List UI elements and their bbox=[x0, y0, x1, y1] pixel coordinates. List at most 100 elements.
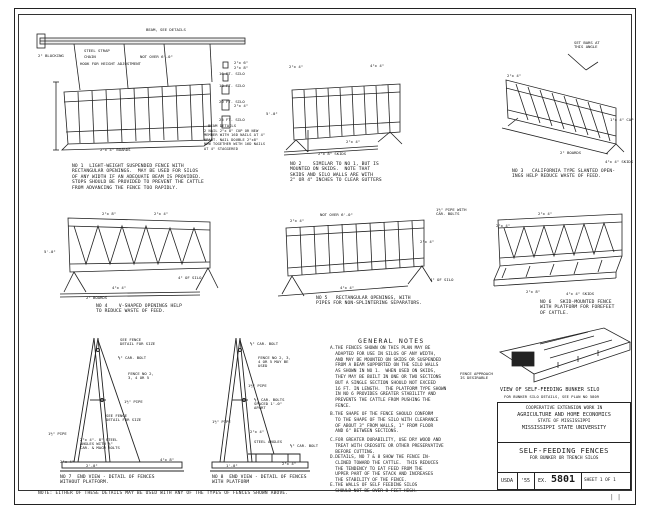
fig1-label-5: NOT OVER 6'-0" bbox=[140, 54, 173, 59]
tb-divider-1 bbox=[517, 473, 518, 490]
fig2-label-0: 2"x 4" bbox=[289, 64, 304, 69]
fig5-label-3: 2"x 4" bbox=[420, 239, 435, 244]
fig8-drawing bbox=[210, 337, 310, 472]
fig1-label-1: 2" BLOCKING bbox=[38, 53, 64, 58]
fig8-label-7: ⅝" CAR. BOLT bbox=[290, 443, 319, 448]
fig5-caption: NO 5 RECTANGULAR OPENINGS, WITH PIPES FO… bbox=[316, 296, 423, 307]
title-block-title: SELF-FEEDING FENCES FOR BUNKER OR TRENCH… bbox=[498, 443, 630, 473]
title-block-header: COOPERATIVE EXTENSION WORK IN AGRICULTUR… bbox=[498, 403, 630, 443]
fig7-label-8: 4"x 8" bbox=[160, 457, 175, 462]
fig7-label-2: FENCE NO 2, 3, 4 OR 5 bbox=[128, 371, 157, 381]
fig8-label-9: 2"x 4" bbox=[282, 461, 297, 466]
fig1-label-14: BEAM DETAILS bbox=[208, 123, 237, 128]
note-e: E.THE WALLS OF SELF FEEDING SILOS SHOULD… bbox=[330, 483, 418, 494]
note-d: D.DETAILS, NO 7 & 8 SHOW THE FENCE IN- C… bbox=[330, 455, 439, 484]
fig3-label-3: 4"x 4" SKIDS bbox=[605, 159, 634, 164]
fig2-label-3: 2"x 4" bbox=[346, 139, 361, 144]
fig6-label-1: 2"x 4" bbox=[496, 223, 511, 228]
tb-line1: COOPERATIVE EXTENSION WORK IN bbox=[525, 406, 603, 411]
fig1-label-8: 16 FT. SILO bbox=[219, 71, 245, 76]
fig8-label-4: 2"x 4" bbox=[250, 429, 265, 434]
fig1-label-3: CHAIN bbox=[84, 54, 96, 59]
fig5-label-0: NOT OVER 6'-0" bbox=[320, 212, 353, 217]
fig5-drawing bbox=[277, 219, 433, 297]
fig1-label-10: 20 FT. SILO bbox=[219, 99, 245, 104]
fig5-label-1: 1½" PIPE WITH CAR. BOLTS bbox=[436, 207, 469, 217]
fig2-caption: NO 2 SIMILAR TO NO 1, BUT IS MOUNTED ON … bbox=[290, 162, 382, 184]
fig7-label-1: ⅝" CAR. BOLT bbox=[118, 355, 147, 360]
fig7-label-3: 1½" PIPE bbox=[124, 399, 143, 404]
bunker-label-0: FENCE APPROACH IS DESIRABLE bbox=[460, 371, 496, 381]
fig4-label-4: 5'-0" bbox=[44, 249, 56, 254]
fig1-drawing bbox=[36, 33, 246, 151]
fig6-caption: NO 6 SKID-MOUNTED FENCE WITH PLATFORM FO… bbox=[540, 300, 615, 316]
fig1-label-4: HOOK FOR HEIGHT ADJUSTMENT bbox=[80, 61, 141, 66]
fig8-label-0: ⅝" CAR. BOLT bbox=[250, 341, 279, 346]
footnote: NOTE: EITHER OF THESE DETAILS MAY BE USE… bbox=[38, 491, 289, 496]
fig5-label-5: 4" OF SILO bbox=[430, 277, 454, 282]
tb-sheet: SHEET 1 OF 1 bbox=[584, 478, 616, 483]
fig3-caption: NO 3 CALIFORNIA TYPE SLANTED OPEN- INGS … bbox=[512, 169, 616, 180]
fig7-label-6: 2"x 4"- 8" STEEL ANGLES WITH ⅝" CAR. & M… bbox=[80, 437, 120, 451]
fig7-caption: NO 7 END VIEW - DETAIL OF FENCES WITHOUT… bbox=[60, 475, 155, 486]
fig5-label-4: 4"x 4" bbox=[340, 285, 355, 290]
bunker-drawing bbox=[498, 327, 632, 383]
fig1-label-12: 2"x 4" bbox=[234, 103, 249, 108]
fig2-drawing bbox=[283, 83, 403, 156]
fig7-label-5: 1½" PIPE bbox=[48, 431, 67, 436]
note-b: B.THE SHAPE OF THE FENCE SHOULD CONFORM … bbox=[330, 412, 439, 435]
bunker-caption: VIEW OF SELF-FEEDING BUNKER SILO bbox=[500, 387, 600, 393]
fig3-label-4: 1"x 4" CAP bbox=[610, 117, 634, 122]
bunker-subcaption: FOR BUNKER SILO DETAILS, SEE PLAN NO 580… bbox=[504, 395, 600, 399]
fig8-caption: NO 8 END VIEW - DETAIL OF FENCES WITH PL… bbox=[212, 475, 307, 486]
fig8-label-2: 1½" PIPE bbox=[248, 383, 267, 388]
fig8-label-3: ⅝" CAR. BOLTS SPACED 1'-0" APART bbox=[254, 397, 287, 411]
fig8-label-5: 1½" PIPE bbox=[212, 419, 231, 424]
title-block: COOPERATIVE EXTENSION WORK IN AGRICULTUR… bbox=[497, 402, 631, 490]
fig1-label-6: 2"x 6" bbox=[234, 60, 249, 65]
fig1-caption: NO 1 LIGHT-WEIGHT SUSPENDED FENCE WITH R… bbox=[72, 164, 204, 191]
binder-mark: | | bbox=[610, 494, 621, 501]
note-c: C.FOR GREATER DURABILITY, USE DRY WOOD A… bbox=[330, 438, 444, 455]
fig4-label-1: 2"x 4" bbox=[154, 211, 169, 216]
fig2-label-1: 4"x 4" bbox=[370, 63, 385, 68]
fig1-label-9: 18 FT. SILO bbox=[219, 83, 245, 88]
tb-year: '55 bbox=[521, 478, 531, 484]
fig3-label-0: SET BARS AT THIS ANGLE bbox=[574, 40, 603, 50]
fig1-label-11: 25 FT. SILO bbox=[219, 117, 245, 122]
fig1-label-13: 2"x 4" BOARDS bbox=[100, 147, 131, 152]
tb-line2: AGRICULTURE AND HOME ECONOMICS bbox=[517, 412, 611, 418]
fig7-label-7: 2'-0" bbox=[86, 463, 98, 468]
fig1-label-2: STEEL STRAP bbox=[84, 48, 110, 53]
fig1-label-7: 2"x 8" bbox=[234, 65, 249, 70]
fig4-label-2: 2" BOARDS bbox=[86, 295, 108, 300]
tb-agency: USDA bbox=[501, 478, 514, 484]
tb-title: SELF-FEEDING FENCES bbox=[519, 446, 609, 455]
fig1-beam-note: 2 NAIL 2"x 8" CUP OR NEW MEMBER WITH 16D… bbox=[204, 129, 268, 151]
tb-divider-2 bbox=[534, 473, 535, 490]
fig6-label-0: 2"x 4" bbox=[538, 211, 553, 216]
tb-divider-3 bbox=[581, 473, 582, 490]
fig4-caption: NO 4 V-SHAPED OPENINGS HELP TO REDUCE WA… bbox=[96, 304, 182, 315]
fig2-label-2: 2"x 8" SKIDS bbox=[318, 151, 347, 156]
fig8-label-1: FENCE NO 2, 3, 4 OR 5 MAY BE USED bbox=[258, 355, 294, 369]
fig3-label-2: 2" BOARDS bbox=[560, 150, 582, 155]
fig5-label-2: 2"x 4" bbox=[290, 218, 305, 223]
fig3-label-1: 2"x 4" bbox=[507, 73, 522, 78]
fig7-label-0: SEE FENCE DETAIL FOR SIZE bbox=[120, 337, 156, 347]
tb-line4: MISSISSIPPI STATE UNIVERSITY bbox=[521, 425, 607, 431]
drawing-sheet bbox=[14, 8, 636, 505]
fig4-label-0: 2"x 8" bbox=[102, 211, 117, 216]
fig2-label-4: 5'-0" bbox=[266, 111, 278, 116]
tb-ex-label: EX. bbox=[538, 478, 548, 484]
fig7-label-4: SEE FENCE DETAIL FOR SIZE bbox=[106, 413, 142, 423]
tb-subtitle: FOR BUNKER OR TRENCH SILOS bbox=[529, 456, 599, 461]
fig6-drawing bbox=[493, 213, 623, 287]
tb-plan-no: 5801 bbox=[551, 474, 576, 485]
tb-line3: STATE OF MISSISSIPPI bbox=[537, 419, 591, 424]
fig4-drawing bbox=[60, 217, 219, 298]
fig4-label-5: 4"x 4" bbox=[112, 285, 127, 290]
drawing-border bbox=[18, 14, 632, 491]
fig6-label-2: 4"x 4" SKIDS bbox=[566, 291, 595, 296]
general-notes-title: GENERAL NOTES bbox=[358, 337, 425, 345]
